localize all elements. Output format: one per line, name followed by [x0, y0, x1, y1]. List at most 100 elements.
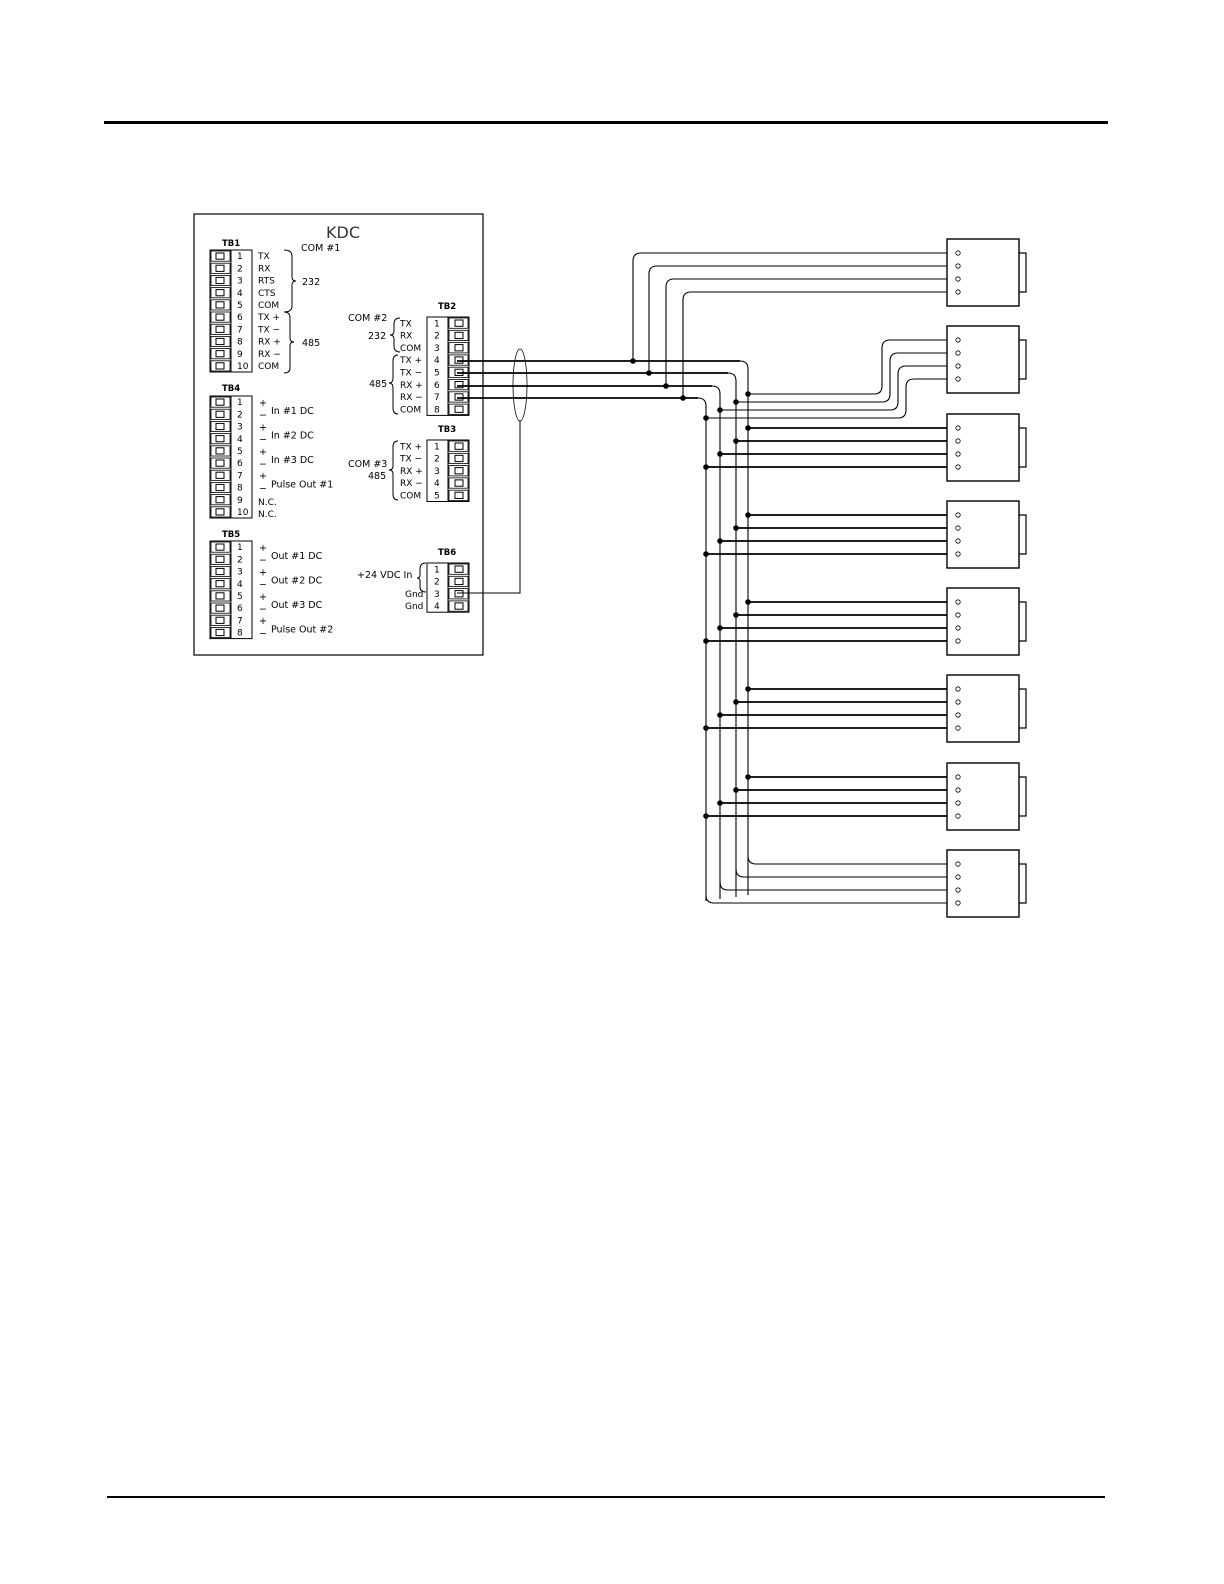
device-pin — [955, 289, 961, 295]
tb1-pin-number: 6 — [237, 313, 243, 323]
tb4-cell — [210, 433, 231, 445]
tb3-cell — [448, 465, 469, 477]
slave-device — [946, 413, 1020, 482]
device-pin — [955, 599, 961, 605]
tb3-cell — [448, 452, 469, 464]
junction-dot — [703, 638, 709, 644]
junction-dot — [745, 686, 751, 692]
tb1-screw — [215, 325, 225, 333]
tb5-screw — [215, 555, 225, 563]
tb5-cell — [210, 578, 231, 590]
tb1-brace-232 — [283, 249, 297, 313]
tb5-cell — [210, 541, 231, 553]
tb5-minus-sign: − — [259, 604, 267, 615]
tb3-pin-number: 1 — [434, 442, 440, 452]
junction-dot — [745, 599, 751, 605]
slave-device — [946, 325, 1020, 394]
device1-wire — [665, 278, 955, 386]
tb4-screw — [215, 435, 225, 443]
junction-dot — [717, 625, 723, 631]
tb1-com1-label: COM #1 — [301, 243, 340, 254]
tb4-plus-sign: + — [259, 471, 267, 482]
device2-wire — [706, 378, 955, 419]
tb1-signal-label: CTS — [258, 289, 276, 299]
tb2-screw — [454, 356, 464, 364]
tb6-signal-label: Gnd — [405, 590, 423, 600]
tb6-pin-number: 3 — [434, 590, 440, 600]
tb4-plus-sign: + — [259, 422, 267, 433]
device-pin — [955, 612, 961, 618]
tb2-cell — [448, 329, 469, 341]
tb4-pin-number: 9 — [237, 496, 243, 506]
device-pin — [955, 337, 961, 343]
tb4-pin-number: 7 — [237, 471, 243, 481]
tb1-signal-label: COM — [258, 362, 279, 372]
tb5-pin-number: 5 — [237, 592, 243, 602]
tb2-brace-485 — [388, 354, 399, 415]
device-wire — [735, 868, 955, 878]
device-pin — [955, 512, 961, 518]
tb2-cell — [448, 403, 469, 415]
tb4-function-label: Pulse Out #1 — [271, 479, 333, 490]
tb3-signal-label: RX + — [400, 467, 423, 477]
shield-drain-wire — [457, 421, 521, 594]
tb1-pin-number: 9 — [237, 350, 243, 360]
kdc-title: KDC — [326, 223, 360, 242]
tb1-cell — [210, 323, 231, 335]
device-pin — [955, 699, 961, 705]
tb1-pin-number: 2 — [237, 264, 243, 274]
tb5-plus-sign: + — [259, 592, 267, 603]
tb3-signal-label: COM — [400, 492, 421, 502]
junction-dot — [733, 399, 739, 405]
junction-dot — [745, 425, 751, 431]
tb4-function-label: In #3 DC — [271, 455, 314, 466]
tb4-screw — [215, 422, 225, 431]
tb1-cell — [210, 274, 231, 286]
tb2-label: TB2 — [438, 302, 456, 312]
device-pin — [955, 712, 961, 718]
tb3-label: TB3 — [438, 425, 456, 435]
tb2-signal-label: TX — [399, 319, 412, 329]
device1-wire — [682, 291, 955, 398]
tb4-cell — [210, 396, 231, 408]
tb3-screw — [454, 454, 464, 463]
device-connector — [1019, 514, 1027, 555]
device-pin — [955, 686, 961, 692]
tb1-signal-label: COM — [258, 301, 279, 311]
slave-device — [946, 587, 1020, 656]
tb2-cell — [448, 391, 469, 403]
tb2-screw — [454, 331, 464, 340]
tb1-signal-label: TX − — [257, 325, 280, 335]
tb1-pin-number: 8 — [237, 338, 243, 348]
tb4-pin-number: 2 — [237, 410, 243, 420]
device-pin — [955, 887, 961, 893]
tb6-cell — [448, 563, 469, 575]
tb2-pin-number: 5 — [434, 369, 440, 379]
device-pin — [955, 350, 961, 356]
tb5-function-label: Pulse Out #2 — [271, 624, 333, 635]
junction-dot — [745, 391, 751, 397]
tb3-pin-number: 3 — [434, 467, 440, 477]
tb1-screw — [215, 337, 225, 346]
tb5-minus-sign: − — [259, 580, 267, 591]
tb4-minus-sign: − — [259, 410, 267, 421]
tb2-cell — [448, 354, 469, 366]
tb4-pin-number: 6 — [237, 459, 243, 469]
tb2-cell — [448, 317, 469, 329]
tb1-232-label: 232 — [302, 277, 320, 288]
tb3-com3-label: COM #3 — [348, 459, 387, 470]
device-pin — [955, 376, 961, 382]
tb5-cell — [210, 602, 231, 614]
tb5-plus-sign: + — [259, 616, 267, 627]
device-pin — [955, 363, 961, 369]
tb3-signal-label: TX − — [399, 455, 422, 465]
device-pin — [955, 263, 961, 269]
tb3-screw — [454, 467, 464, 475]
tb4-cell — [210, 457, 231, 469]
tb1-signal-label: TX — [257, 252, 270, 262]
bus-wire-bend — [727, 372, 737, 382]
tb6-cell — [448, 575, 469, 587]
tb1-screw — [215, 301, 225, 309]
tb1-signal-label: RX − — [258, 350, 281, 360]
top-rule — [104, 121, 1108, 124]
